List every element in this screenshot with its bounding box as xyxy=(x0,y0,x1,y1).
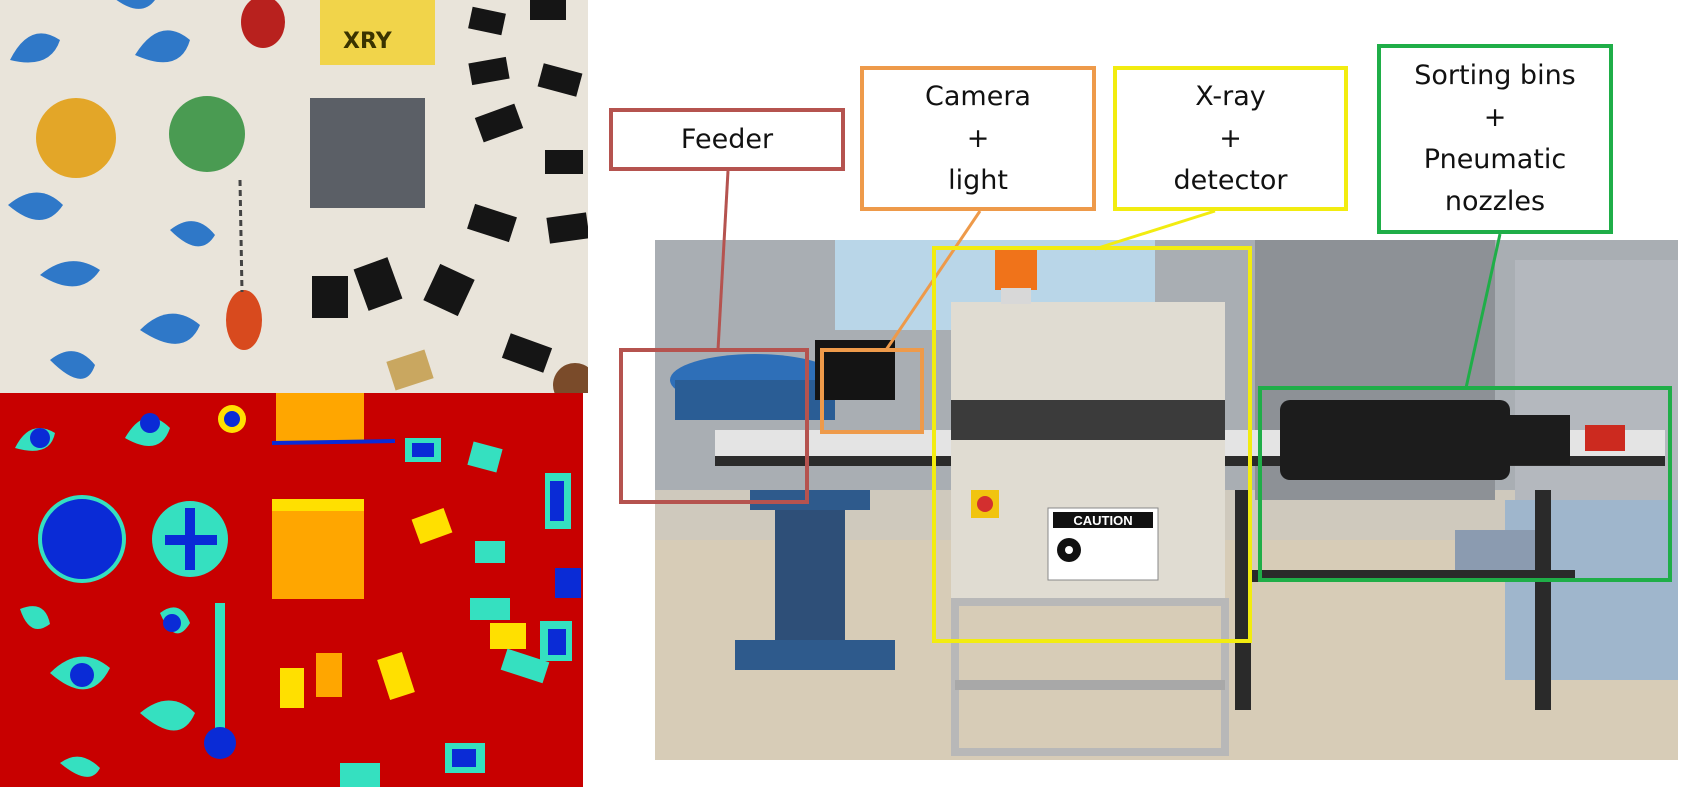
camera-housing xyxy=(815,340,895,400)
callout-line: nozzles xyxy=(1444,186,1546,217)
callout-line: + xyxy=(1219,122,1242,154)
callout-line: detector xyxy=(1173,164,1288,196)
callout-line: X-ray xyxy=(1195,80,1266,112)
blue-capacitors xyxy=(8,0,215,379)
callout-line: Pneumatic xyxy=(1423,144,1567,175)
callout-line: Camera xyxy=(925,80,1031,112)
sorting-bins xyxy=(1280,400,1510,480)
red-capacitor xyxy=(241,0,285,48)
xry-label: XRY xyxy=(343,29,393,54)
caution-sign-header: CAUTION xyxy=(1073,513,1132,528)
black-relays xyxy=(312,0,588,373)
components-photo: XRY xyxy=(0,0,588,393)
grey-capacitor-box xyxy=(310,98,425,208)
callout-feeder: Feeder xyxy=(609,108,845,171)
orange-varistor xyxy=(36,98,116,178)
green-varistor xyxy=(169,96,245,172)
callout-sorting-bins: Sorting bins + Pneumatic nozzles xyxy=(1377,44,1613,234)
red-capacitor xyxy=(226,290,262,350)
sorting-machine-photo: CAUTION xyxy=(655,240,1678,760)
callout-line: + xyxy=(1483,102,1507,133)
callout-camera-light: Camera + light xyxy=(860,66,1096,211)
callout-line: + xyxy=(966,122,990,154)
callout-xray-detector: X-ray + detector xyxy=(1113,66,1348,211)
yellow-capacitor-box xyxy=(320,0,435,65)
warning-beacon xyxy=(995,250,1037,290)
callout-line: light xyxy=(948,164,1008,196)
callout-line: Feeder xyxy=(680,123,774,155)
callout-line: Sorting bins xyxy=(1414,60,1576,91)
xray-heatmap xyxy=(0,393,583,787)
